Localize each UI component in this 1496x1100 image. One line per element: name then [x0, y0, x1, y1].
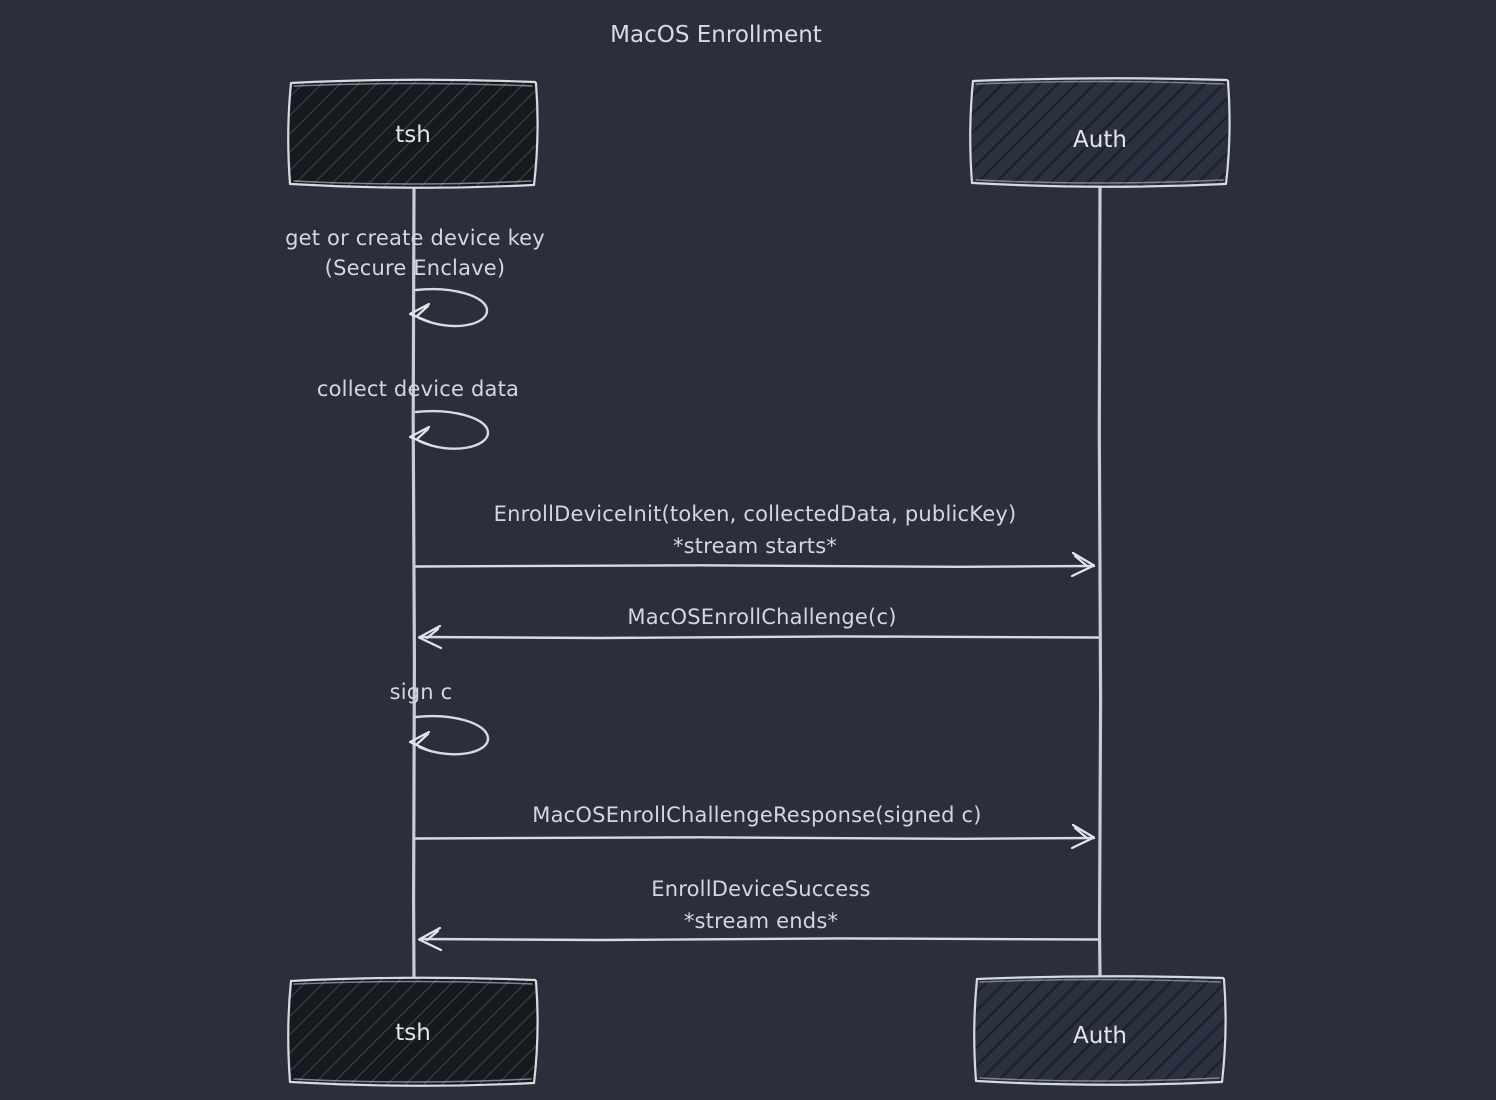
message-2-self-loop-path [414, 410, 490, 450]
message-5-arrowhead [408, 730, 432, 753]
participant-fill-auth-top [971, 77, 1229, 186]
participant-border-tsh-top-sketch [293, 82, 533, 185]
lifeline-tsh [411, 184, 417, 984]
message-6-label-line-1: MacOSEnrollChallengeResponse(signed c) [532, 803, 981, 827]
message-6-line [414, 836, 1096, 841]
message-3-label-line-2: *stream starts* [673, 534, 837, 558]
message-6-arrowhead [1070, 823, 1096, 850]
participant-label-tsh-bottom: tsh [395, 1020, 431, 1046]
message-1-arrowhead [408, 302, 432, 324]
participant-fill-tsh-bottom [289, 977, 537, 1085]
participant-border-auth-top [969, 77, 1231, 188]
participant-border-tsh-top [287, 78, 539, 189]
participant-label-auth-bottom: Auth [1073, 1023, 1127, 1049]
message-3-line [414, 564, 1096, 569]
message-4-arrowhead [417, 624, 443, 650]
participant-box-auth-top[interactable]: Auth [969, 77, 1231, 188]
message-1-self-get-or-create-device-key[interactable]: get or create device key (Secure Enclave… [285, 226, 545, 328]
participant-box-tsh-bottom[interactable]: tsh [287, 976, 539, 1087]
participant-border-tsh-bottom [287, 976, 539, 1087]
message-7-arrowhead [417, 926, 443, 952]
participant-label-auth-top: Auth [1073, 127, 1127, 153]
participant-border-auth-bottom-sketch [979, 978, 1221, 1082]
message-2-label-line-1: collect device data [317, 377, 519, 401]
participant-box-tsh-top[interactable]: tsh [287, 78, 539, 189]
message-7-label-line-2: *stream ends* [684, 909, 838, 933]
message-6-macos-enroll-challenge-response[interactable]: MacOSEnrollChallengeResponse(signed c) [414, 803, 1096, 850]
message-1-label-line-2: (Secure Enclave) [325, 256, 506, 280]
message-1-self-loop-path [414, 288, 489, 328]
message-1-label-line-1: get or create device key [285, 226, 545, 250]
message-7-line [418, 937, 1100, 942]
participant-fill-auth-bottom [975, 975, 1225, 1084]
message-3-arrowhead [1070, 551, 1096, 578]
participant-border-auth-top-sketch [975, 80, 1225, 184]
message-2-self-collect-device-data[interactable]: collect device data [317, 377, 519, 450]
message-3-label-line-1: EnrollDeviceInit(token, collectedData, p… [494, 502, 1017, 526]
message-2-arrowhead [408, 425, 432, 447]
participant-border-auth-bottom [973, 975, 1227, 1086]
message-7-enroll-device-success[interactable]: EnrollDeviceSuccess *stream ends* [417, 877, 1100, 952]
message-4-label-line-1: MacOSEnrollChallenge(c) [627, 605, 896, 629]
message-5-label-line-1: sign c [390, 680, 453, 704]
message-5-self-sign-c[interactable]: sign c [390, 680, 490, 756]
message-5-self-loop-path [414, 715, 490, 756]
message-3-enroll-device-init[interactable]: EnrollDeviceInit(token, collectedData, p… [414, 502, 1096, 578]
participant-label-tsh-top: tsh [395, 122, 431, 148]
participant-fill-tsh-top [289, 79, 537, 187]
lifeline-auth [1097, 183, 1103, 979]
message-4-macos-enroll-challenge[interactable]: MacOSEnrollChallenge(c) [417, 605, 1100, 650]
message-4-line [418, 635, 1100, 640]
participant-box-auth-bottom[interactable]: Auth [973, 975, 1227, 1086]
message-7-label-line-1: EnrollDeviceSuccess [651, 877, 870, 901]
participant-border-tsh-bottom-sketch [293, 980, 533, 1083]
diagram-title: MacOS Enrollment [610, 22, 822, 48]
